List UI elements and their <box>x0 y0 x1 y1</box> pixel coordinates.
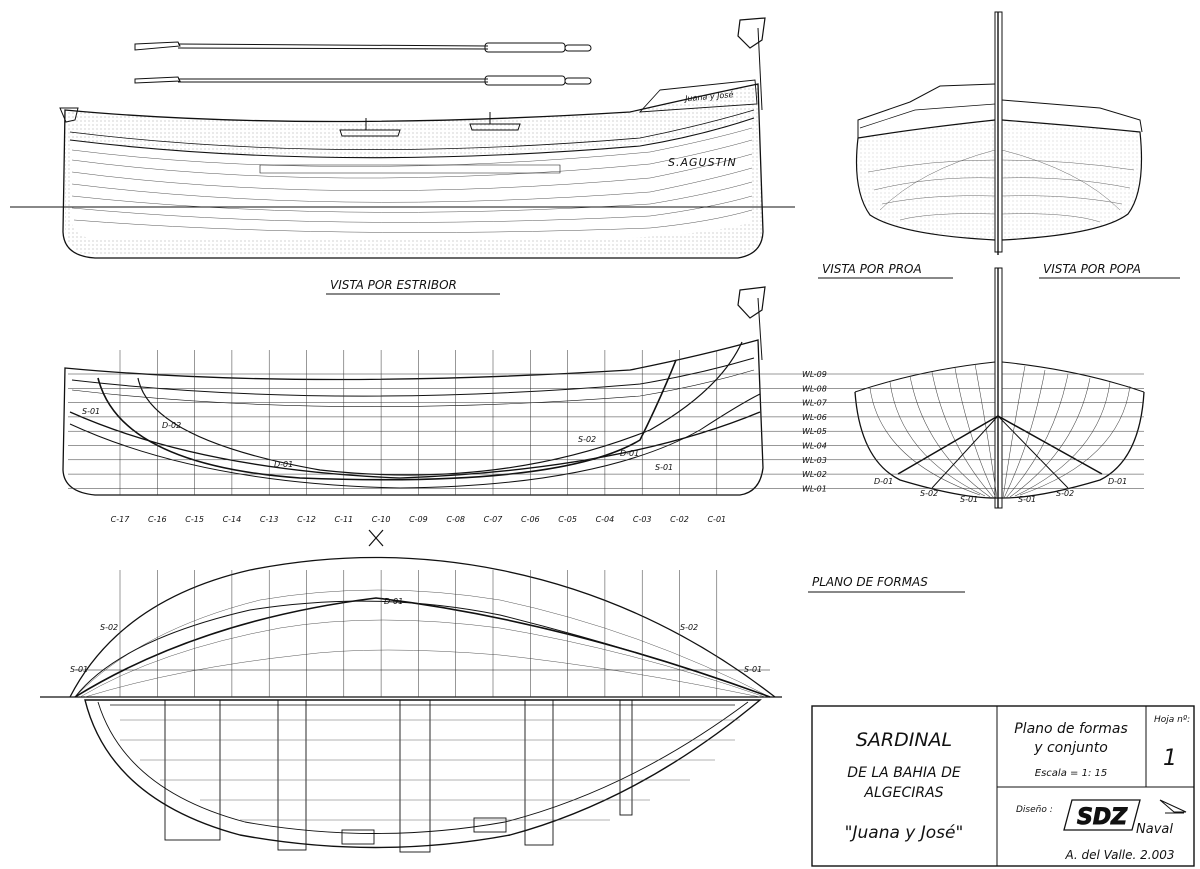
label-s01-hb-l: S-01 <box>70 665 88 674</box>
waterline-label: WL-01 <box>802 484 827 493</box>
station-label: C-05 <box>558 515 577 524</box>
station-label: C-09 <box>409 515 428 524</box>
station-label: C-03 <box>633 515 652 524</box>
waterline-label: WL-03 <box>802 456 827 465</box>
midship-mark <box>368 529 384 547</box>
label-d01-body-l: D-01 <box>874 477 893 486</box>
station-label: C-11 <box>334 515 353 524</box>
stern-post <box>59 107 79 123</box>
station-label: C-13 <box>260 515 279 524</box>
half-breadth-curve-d01 <box>74 597 771 698</box>
profile-hull-outline <box>62 339 764 496</box>
label-s01-profile-fwd: S-01 <box>655 463 673 472</box>
label-d01-profile: D-01 <box>274 460 293 469</box>
tb-subtitle-2: ALGECIRAS <box>863 785 943 801</box>
starboard-hull-outline <box>62 83 764 259</box>
label-s02-profile: S-02 <box>578 435 596 444</box>
station-label: C-14 <box>223 515 242 524</box>
tb-plan-1: Plano de formas <box>1014 721 1128 737</box>
half-breadth-curve-s02 <box>74 600 771 698</box>
label-s01-hb-r: S-01 <box>744 665 762 674</box>
label-s02-body-r: S-02 <box>1056 489 1074 498</box>
profile-curve-s02 <box>69 393 761 489</box>
waterline-label: WL-07 <box>802 399 828 408</box>
tb-sheet-label: Hoja nº: <box>1154 715 1190 725</box>
station-label: C-15 <box>185 515 204 524</box>
waterline-label: WL-09 <box>802 370 827 379</box>
station-label: C-06 <box>521 515 540 524</box>
label-s01-body-r: S-01 <box>1018 495 1036 504</box>
profile-curve-d02 <box>137 341 743 476</box>
waterline-label: WL-02 <box>802 470 827 479</box>
bow-stern-views <box>855 11 1143 255</box>
label-d01-body-r: D-01 <box>1108 477 1127 486</box>
hull-side-name: S.AGUSTIN <box>668 156 737 169</box>
waterline-label: WL-05 <box>802 427 827 436</box>
station-label: C-08 <box>446 515 465 524</box>
station-label: C-12 <box>297 515 316 524</box>
half-breadth-plan <box>40 556 782 698</box>
station-label: C-04 <box>596 515 615 524</box>
title-stern: VISTA POR POPA <box>1043 262 1141 276</box>
station-label: C-17 <box>111 515 131 524</box>
profile-grid <box>119 350 718 495</box>
tb-subtitle-1: DE LA BAHIA DE <box>847 765 961 781</box>
label-d01-hb: D-01 <box>384 597 403 606</box>
tb-author: A. del Valle. 2.003 <box>1064 848 1174 862</box>
station-label: C-10 <box>372 515 391 524</box>
oar-lower <box>134 75 592 86</box>
half-breadth-grid <box>119 570 718 697</box>
stem-post <box>737 17 766 49</box>
label-s01-body-l: S-01 <box>960 495 978 504</box>
profile-curve-s01 <box>69 411 761 479</box>
waterline-labels: WL-09WL-08WL-07WL-06WL-05WL-04WL-03WL-02… <box>68 370 1144 493</box>
body-plan-outline <box>854 391 1145 499</box>
station-label: C-02 <box>670 515 689 524</box>
profile-curve-d01 <box>97 359 677 481</box>
label-d02-profile: D-02 <box>162 421 181 430</box>
nameplate-text: Juana y José <box>683 89 734 103</box>
waterline-label: WL-04 <box>802 442 827 451</box>
tb-scale: Escala = 1: 15 <box>1035 768 1107 779</box>
station-label: C-16 <box>148 515 167 524</box>
sdz-logo <box>1063 799 1187 831</box>
half-breadth-outline <box>69 556 776 698</box>
tb-sheet-number: 1 <box>1163 746 1177 771</box>
deck-plan-outline <box>84 699 762 849</box>
label-d01-profile-fwd: D-01 <box>620 449 639 458</box>
title-lines-plan: PLANO DE FORMAS <box>812 575 928 589</box>
station-label: C-07 <box>484 515 504 524</box>
starboard-view <box>10 17 795 259</box>
tb-plan-2: y conjunto <box>1033 740 1108 756</box>
label-s01-profile: S-01 <box>82 407 100 416</box>
label-s02-hb-l: S-02 <box>100 623 118 632</box>
tb-boat-name: "Juana y José" <box>845 823 964 843</box>
profile-lines <box>62 286 766 496</box>
station-labels: C-17 C-16 C-15 C-14 C-13 C-12 C-11 C-10 C-09 C-08… <box>111 515 726 524</box>
waterline-label: WL-06 <box>802 413 827 422</box>
label-s02-hb-r: S-02 <box>680 623 698 632</box>
body-plan <box>854 267 1145 509</box>
title-bow: VISTA POR PROA <box>822 262 922 276</box>
oar-upper <box>134 41 592 53</box>
label-s02-body-l: S-02 <box>920 489 938 498</box>
sdz-logo-suffix: Naval <box>1136 822 1173 837</box>
tb-title: SARDINAL <box>856 729 952 751</box>
station-label: C-01 <box>707 515 726 524</box>
title-starboard: VISTA POR ESTRIBOR <box>330 278 457 292</box>
deck-plan <box>84 699 762 853</box>
tb-design-label: Diseño : <box>1016 805 1053 815</box>
bow-hull-half <box>855 119 996 241</box>
sdz-logo-text: SDZ <box>1077 805 1128 830</box>
waterline-label: WL-08 <box>802 384 827 393</box>
title-block <box>811 705 1195 867</box>
